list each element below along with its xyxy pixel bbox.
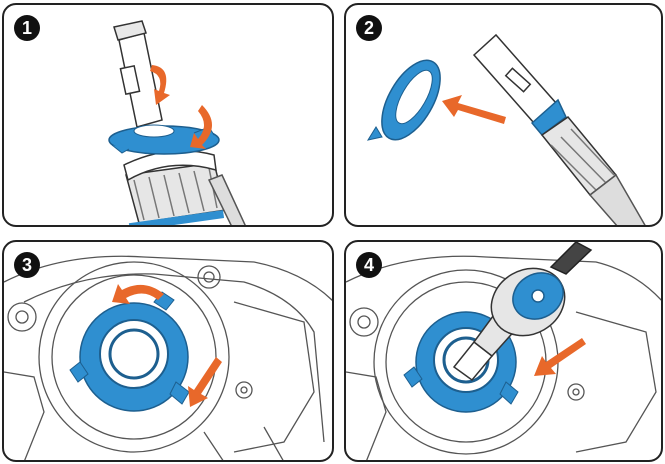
rotate-arrow-icon [112,284,164,304]
bulb-icon [472,33,646,225]
insert-arrow-icon [188,357,222,407]
step-number-badge: 2 [356,15,382,41]
bulb-icon [452,242,593,382]
step-number-badge: 3 [14,252,40,278]
step-3-panel: 3 [2,240,334,462]
base-ring-icon [366,59,441,141]
step-4-panel: 4 [344,240,663,462]
step-4-illustration [346,242,661,460]
insert-arrow-icon [534,338,586,376]
base-ring-icon [69,291,190,412]
step-1-illustration [108,20,246,225]
step-number-badge: 4 [356,252,382,278]
step-2-panel: 2 [344,3,663,227]
step-1-panel: 1 [2,3,334,227]
step-2-illustration [366,33,646,225]
step-number-badge: 1 [14,15,40,41]
rotate-arrow-icon [150,65,212,149]
step-3-illustration [4,255,332,460]
insert-arrow-icon [442,95,506,124]
bulb-icon [113,20,246,225]
